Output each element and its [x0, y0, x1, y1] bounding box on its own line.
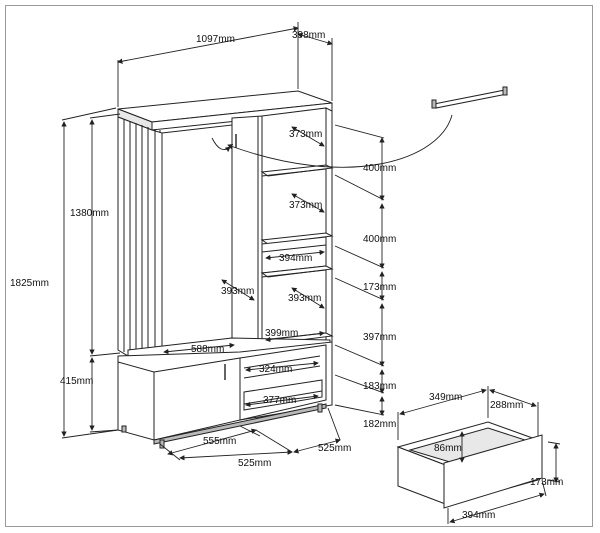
label-drawer-inner-width: 349mm	[429, 392, 462, 403]
label-comp-h-3: 173mm	[363, 282, 396, 293]
dimension-labels: 1097mm 398mm 1825mm 1380mm 415mm 373mm 3…	[10, 30, 563, 521]
label-shelf-depth-1: 373mm	[289, 129, 322, 140]
label-shelf-width: 399mm	[265, 328, 298, 339]
label-hang-width: 588mm	[191, 344, 224, 355]
label-drawer-height: 173mm	[530, 477, 563, 488]
label-drawer-space-depth: 324mm	[259, 364, 292, 375]
label-width-top: 1097mm	[196, 34, 235, 45]
dimension-lines	[61, 22, 561, 524]
label-rail-length: 394mm	[279, 253, 312, 264]
label-drawer-inner-height: 86mm	[434, 443, 462, 454]
label-shelf-depth-3: 393mm	[288, 293, 321, 304]
label-depth-top: 398mm	[292, 30, 325, 41]
label-height-total: 1825mm	[10, 278, 49, 289]
label-comp-h-1: 400mm	[363, 163, 396, 174]
label-comp-h-6: 182mm	[363, 419, 396, 430]
drawer-detail	[396, 421, 543, 509]
label-drawer-inner-depth: 288mm	[490, 400, 523, 411]
label-bottom-width-right: 525mm	[318, 443, 351, 454]
label-bottom-width-left: 555mm	[203, 436, 236, 447]
label-drawer-space-depth-2: 377mm	[263, 395, 296, 406]
label-height-upper: 1380mm	[70, 208, 109, 219]
label-height-lower: 415mm	[60, 376, 93, 387]
label-drawer-width: 394mm	[462, 510, 495, 521]
wardrobe	[117, 90, 334, 449]
label-comp-h-4: 397mm	[363, 332, 396, 343]
diagram-border	[5, 5, 593, 527]
label-shelf-depth-2: 373mm	[289, 200, 322, 211]
label-bottom-width-mid: 525mm	[238, 458, 271, 469]
label-comp-h-5: 183mm	[363, 381, 396, 392]
label-inner-depth-left: 393mm	[221, 286, 254, 297]
label-comp-h-2: 400mm	[363, 234, 396, 245]
